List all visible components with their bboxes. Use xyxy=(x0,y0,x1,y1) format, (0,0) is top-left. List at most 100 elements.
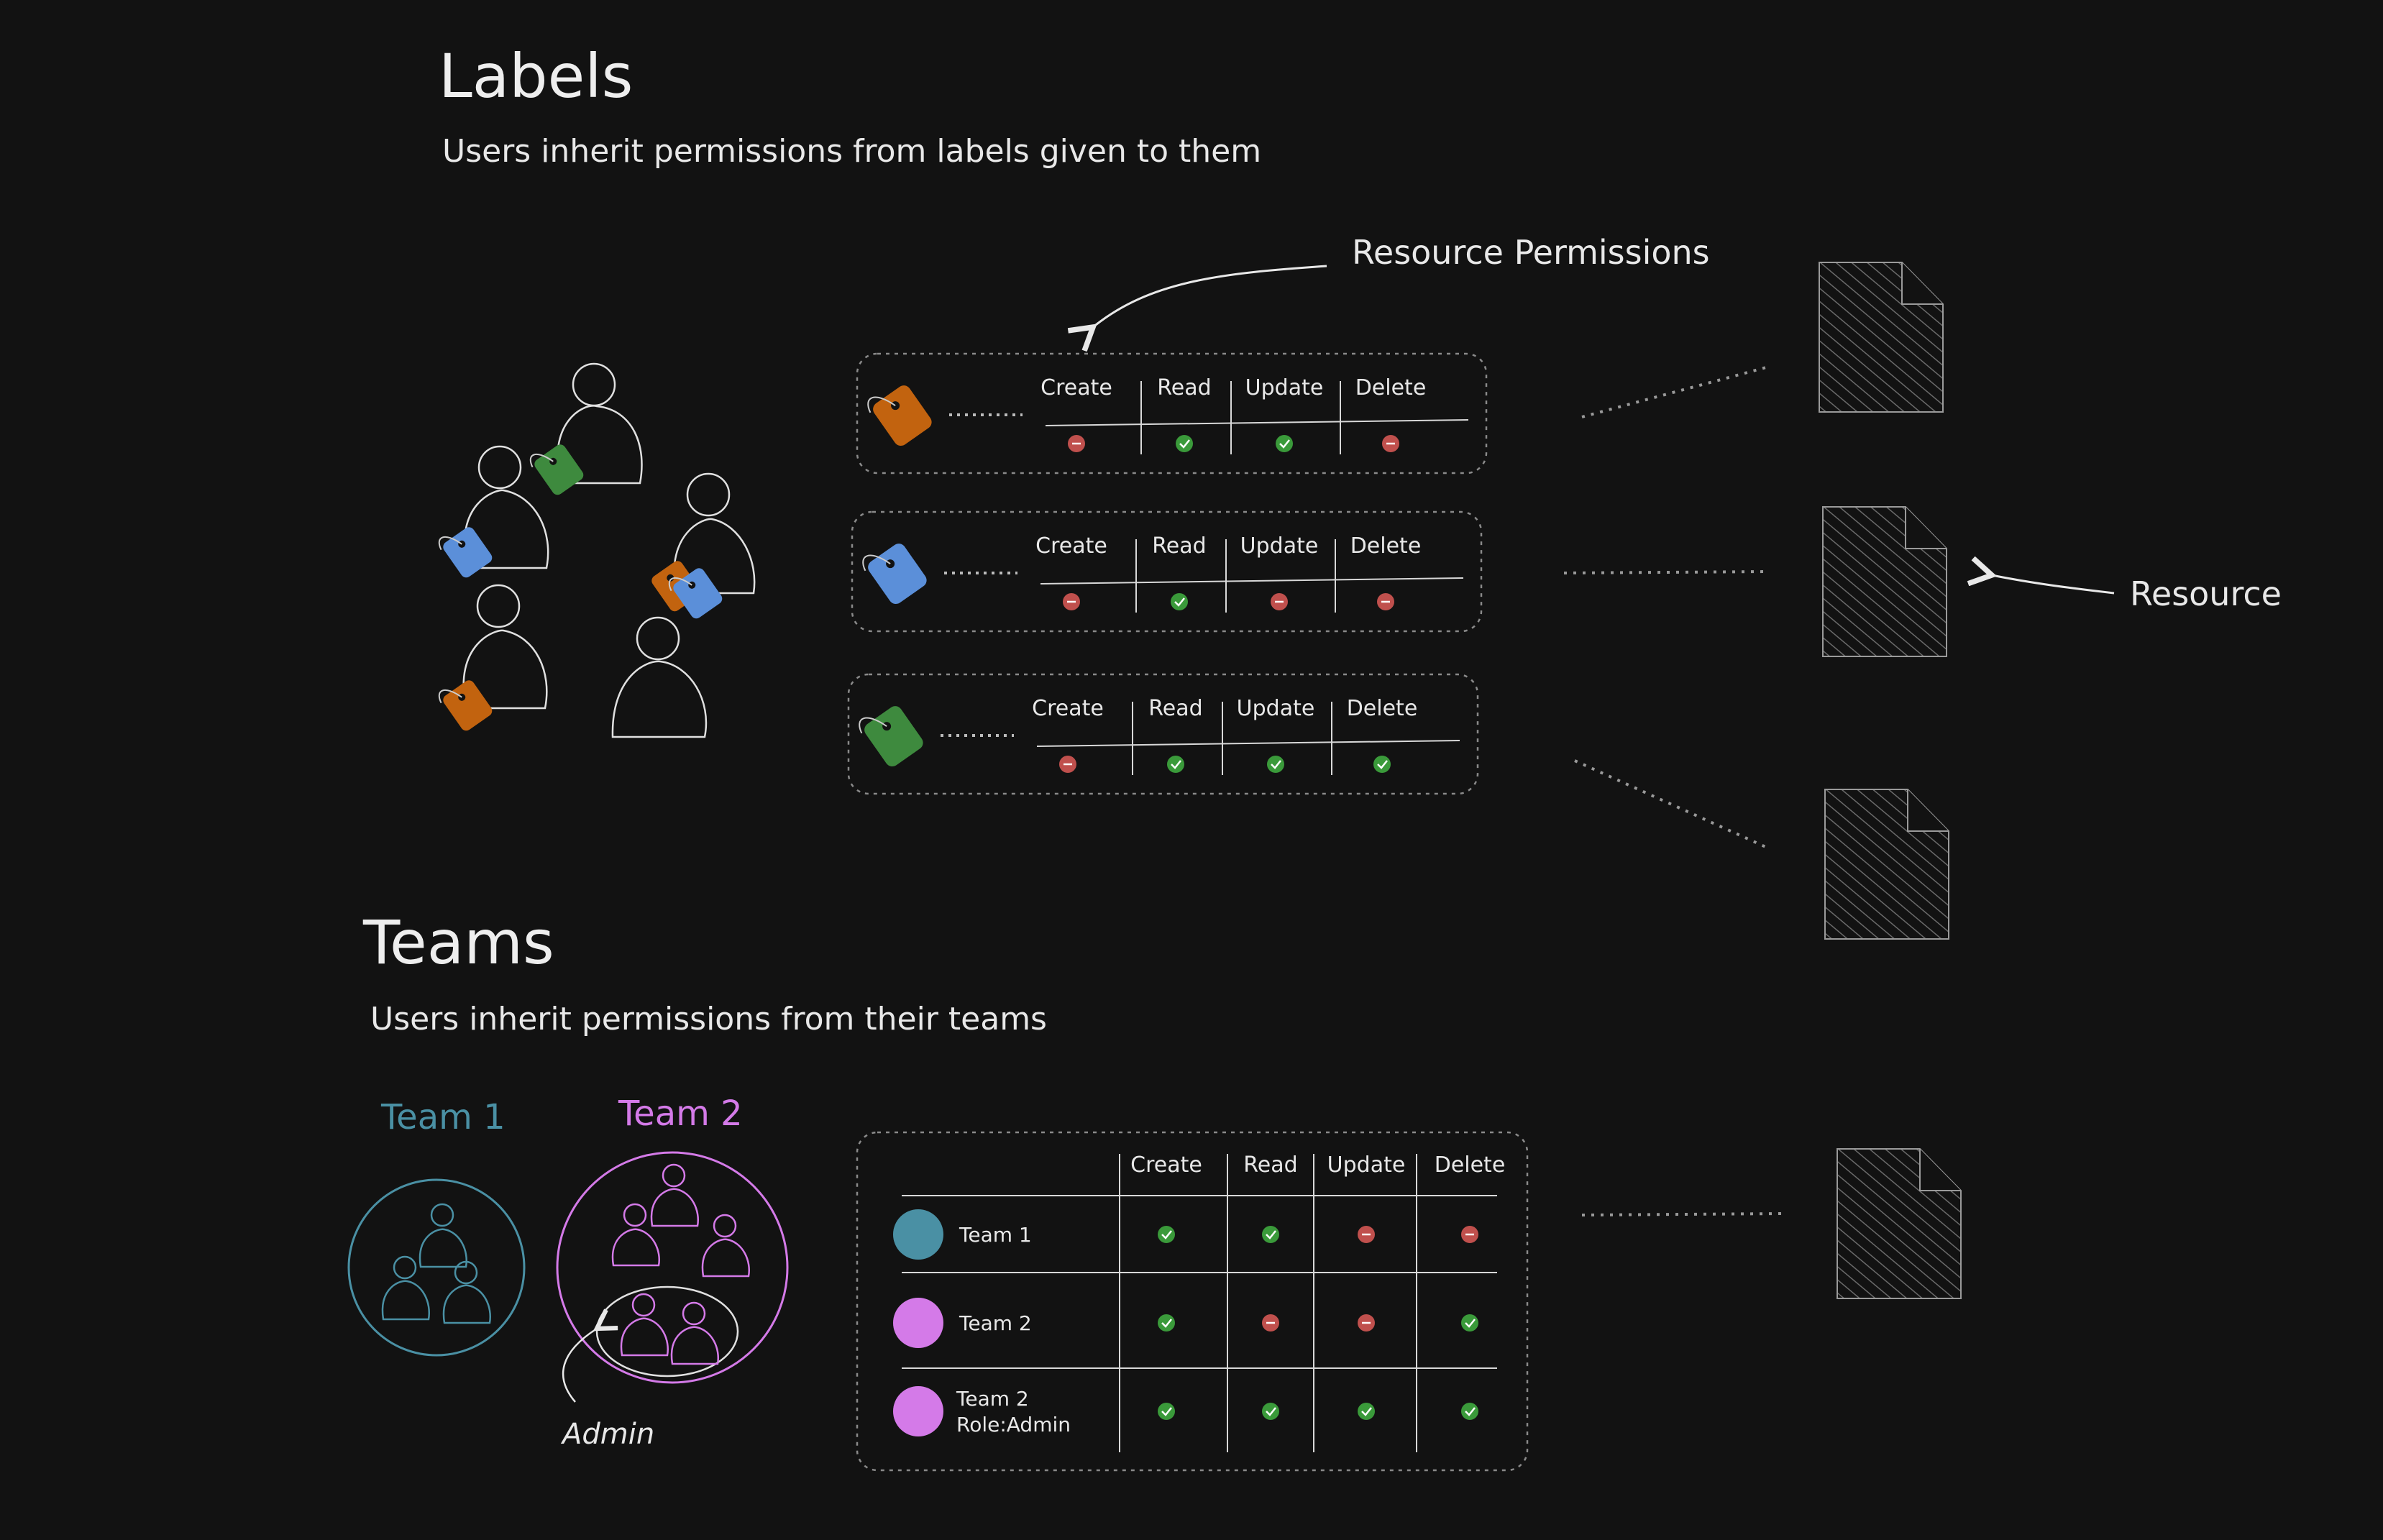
admin-subgroup xyxy=(595,1285,739,1378)
column-header: Create xyxy=(1130,1152,1202,1178)
resource-permissions-arrow xyxy=(1093,265,1327,327)
column-header: Read xyxy=(1148,696,1202,721)
team-row: Team 2 xyxy=(893,1298,1478,1348)
deny-icon xyxy=(1063,593,1080,610)
team-color-dot xyxy=(893,1386,943,1436)
check-icon xyxy=(1461,1403,1478,1420)
team-name: Team 1 xyxy=(959,1223,1032,1247)
column-header: Read xyxy=(1157,375,1211,400)
check-icon xyxy=(1262,1226,1279,1243)
label-permission-card: Create Read Update Delete xyxy=(856,352,1488,475)
user-icon xyxy=(650,1163,699,1227)
label-tag-icon xyxy=(867,385,932,446)
header-divider xyxy=(1036,740,1460,747)
resources xyxy=(1819,262,1962,1299)
users-group xyxy=(462,362,756,738)
check-icon xyxy=(1158,1226,1175,1243)
deny-icon xyxy=(1262,1314,1279,1332)
team2-group xyxy=(556,1151,789,1384)
user-icon xyxy=(611,616,708,738)
team-name: Team 2 xyxy=(956,1387,1029,1411)
connector-line xyxy=(1581,1212,1784,1216)
column-header: Create xyxy=(1035,533,1107,559)
user-icon xyxy=(381,1255,430,1321)
team2-label: Team 2 xyxy=(618,1094,743,1134)
connector-line xyxy=(1574,759,1770,850)
resource-note: Resource xyxy=(2130,574,2282,613)
column-header: Update xyxy=(1240,533,1319,559)
resource-arrow xyxy=(1992,575,2115,595)
green-tag-icon xyxy=(529,444,584,495)
connector-line xyxy=(1581,365,1770,418)
team-name: Team 2 xyxy=(959,1311,1032,1335)
user-icon xyxy=(670,1301,719,1365)
check-icon xyxy=(1176,435,1193,452)
deny-icon xyxy=(1382,435,1399,452)
document-icon xyxy=(1819,262,1944,413)
column-header: Update xyxy=(1327,1152,1406,1178)
team-color-dot xyxy=(893,1209,943,1260)
check-icon xyxy=(1158,1314,1175,1332)
column-header: Delete xyxy=(1355,375,1427,400)
admin-note: Admin xyxy=(560,1418,654,1451)
teams-subtitle: Users inherit permissions from their tea… xyxy=(370,1001,1047,1037)
connector-line xyxy=(1563,570,1770,574)
column-header: Create xyxy=(1032,696,1104,721)
deny-icon xyxy=(1358,1226,1375,1243)
admin-arrow xyxy=(562,1329,597,1403)
column-header: Create xyxy=(1040,375,1112,400)
deny-icon xyxy=(1059,756,1076,773)
header-divider xyxy=(1040,577,1464,585)
column-header: Update xyxy=(1245,375,1324,400)
column-header: Delete xyxy=(1435,1152,1506,1178)
user-icon xyxy=(463,445,549,569)
deny-icon xyxy=(1358,1314,1375,1332)
team-color-dot xyxy=(893,1298,943,1348)
team1-label: Team 1 xyxy=(380,1097,506,1137)
user-tags xyxy=(438,444,723,731)
resource-connectors xyxy=(1563,365,1784,1216)
teams-title: Teams xyxy=(362,907,554,978)
user-icon xyxy=(462,584,548,710)
label-permission-card: Create Read Update Delete xyxy=(851,510,1483,633)
column-header: Delete xyxy=(1350,533,1422,559)
label-tag-icon xyxy=(859,706,923,767)
team1-group xyxy=(347,1178,526,1357)
column-header: Read xyxy=(1243,1152,1297,1178)
user-icon xyxy=(620,1293,669,1357)
column-header: Read xyxy=(1152,533,1206,559)
column-header: Update xyxy=(1237,696,1315,721)
check-icon xyxy=(1461,1314,1478,1332)
labels-subtitle: Users inherit permissions from labels gi… xyxy=(442,133,1261,170)
user-icon xyxy=(418,1203,467,1268)
check-icon xyxy=(1158,1403,1175,1420)
check-icon xyxy=(1276,435,1293,452)
deny-icon xyxy=(1461,1226,1478,1243)
user-icon xyxy=(442,1260,491,1324)
team-row: Team 1 xyxy=(893,1209,1478,1260)
check-icon xyxy=(1373,756,1391,773)
document-icon xyxy=(1837,1148,1962,1299)
orange-tag-icon xyxy=(438,680,493,731)
user-icon xyxy=(557,362,643,485)
check-icon xyxy=(1358,1403,1375,1420)
deny-icon xyxy=(1271,593,1288,610)
document-icon xyxy=(1822,506,1947,657)
resource-permissions-note: Resource Permissions xyxy=(1352,233,1710,272)
labels-title: Labels xyxy=(439,41,633,111)
check-icon xyxy=(1167,756,1184,773)
blue-tag-icon xyxy=(668,568,723,619)
check-icon xyxy=(1171,593,1188,610)
column-header: Delete xyxy=(1347,696,1418,721)
check-icon xyxy=(1262,1403,1279,1420)
check-icon xyxy=(1267,756,1284,773)
label-tag-icon xyxy=(862,544,927,605)
user-icon xyxy=(701,1214,750,1278)
user-icon xyxy=(673,472,756,595)
label-permission-card: Create Read Update Delete xyxy=(847,673,1479,795)
document-icon xyxy=(1824,789,1949,940)
